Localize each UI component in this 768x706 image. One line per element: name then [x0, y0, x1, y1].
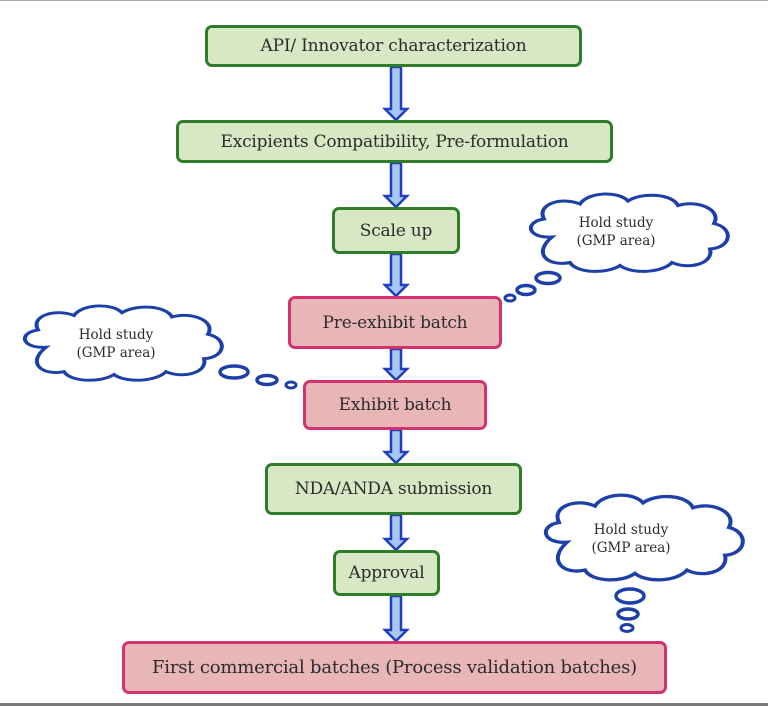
- thought-bubble-2a: [218, 364, 250, 380]
- down-arrow-7: [381, 594, 411, 643]
- down-arrow-2: [381, 161, 411, 209]
- thought-bubble-2c: [284, 380, 298, 390]
- cloud-2-text: Hold study (GMP area): [56, 326, 176, 362]
- down-arrow-3: [381, 252, 411, 298]
- step-pre-exhibit-batch: Pre-exhibit batch: [288, 296, 502, 349]
- step-api-characterization: API/ Innovator characterization: [205, 25, 582, 67]
- step-excipients-compatibility: Excipients Compatibility, Pre-formulatio…: [176, 120, 613, 163]
- cloud-2-line1: Hold study: [78, 327, 154, 343]
- cloud-1-line2: (GMP area): [576, 233, 656, 249]
- step-label: Excipients Compatibility, Pre-formulatio…: [220, 131, 569, 152]
- cloud-2-line2: (GMP area): [76, 345, 156, 361]
- step-approval: Approval: [333, 550, 440, 596]
- step-label: Exhibit batch: [338, 395, 452, 415]
- cloud-3-line1: Hold study: [593, 522, 669, 538]
- down-arrow-5: [381, 428, 411, 465]
- step-label: Scale up: [359, 220, 433, 241]
- step-label: First commercial batches (Process valida…: [152, 657, 637, 678]
- thought-bubble-2b: [255, 373, 279, 387]
- step-first-commercial-batches: First commercial batches (Process valida…: [122, 641, 667, 694]
- arrows-group: [381, 65, 411, 643]
- down-arrow-4: [381, 347, 411, 382]
- thought-bubble-3c: [619, 623, 635, 633]
- step-label: NDA/ANDA submission: [294, 479, 493, 499]
- down-arrow-6: [381, 513, 411, 552]
- cloud-3-line2: (GMP area): [591, 540, 671, 556]
- step-exhibit-batch: Exhibit batch: [303, 380, 487, 430]
- step-nda-anda-submission: NDA/ANDA submission: [265, 463, 522, 515]
- step-label: Approval: [348, 563, 425, 583]
- thought-bubble-1c: [503, 293, 517, 303]
- thought-bubble-1a: [534, 270, 562, 286]
- step-label: Pre-exhibit batch: [322, 312, 468, 333]
- bottom-border-line: [0, 703, 768, 706]
- down-arrow-1: [381, 65, 411, 122]
- step-scale-up: Scale up: [332, 207, 460, 254]
- cloud-1-line1: Hold study: [578, 215, 654, 231]
- thought-bubble-3b: [616, 607, 640, 621]
- step-label: API/ Innovator characterization: [260, 36, 527, 56]
- thought-bubble-3a: [614, 587, 646, 605]
- top-border-line: [0, 0, 768, 1]
- thought-bubble-1b: [515, 283, 537, 297]
- cloud-1-text: Hold study (GMP area): [556, 214, 676, 250]
- cloud-3-text: Hold study (GMP area): [571, 521, 691, 557]
